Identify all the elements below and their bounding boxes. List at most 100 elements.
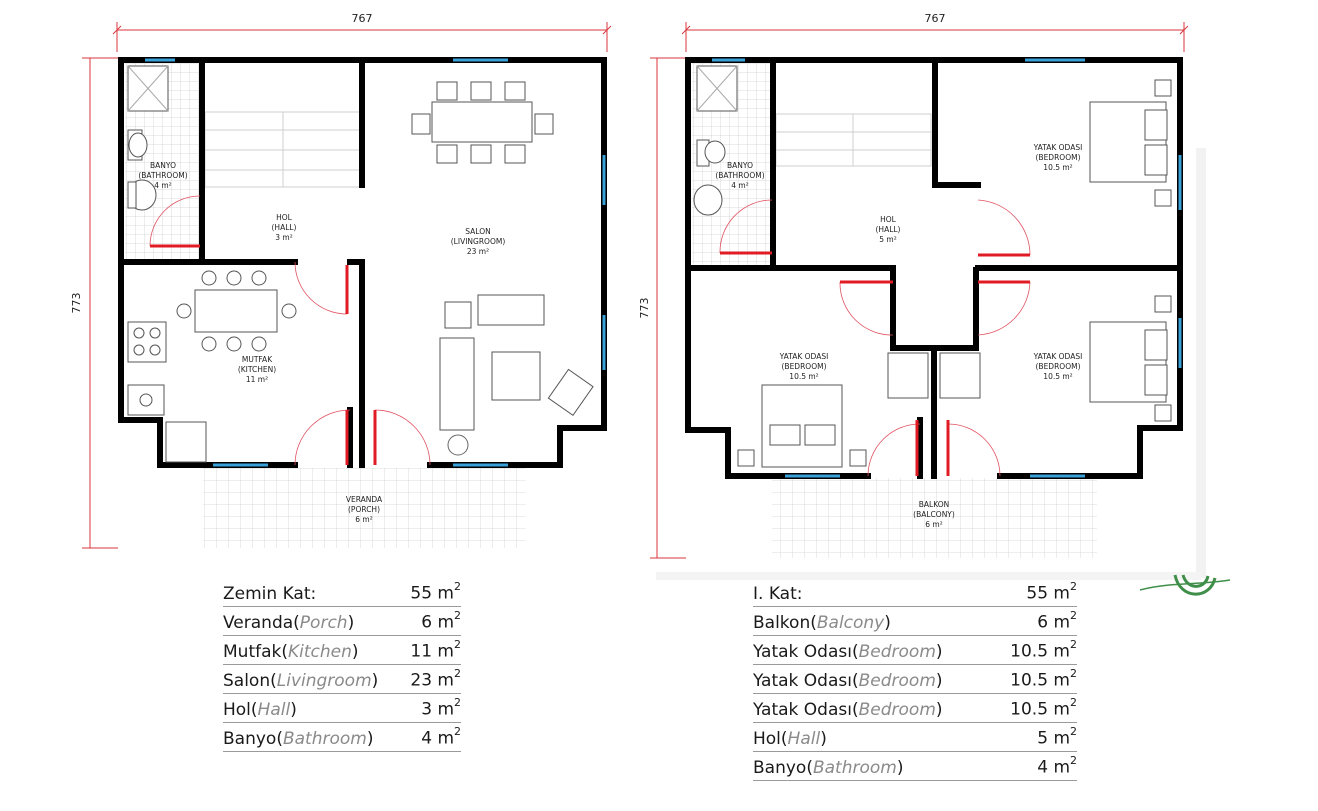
first-walls [685,57,1183,479]
area-value: 6 m2 [1037,609,1077,633]
ground-furniture [127,65,594,463]
room-label-line: 23 m² [467,247,489,256]
first-width-label: 767 [925,12,946,25]
right-sheet-shadow [656,148,1206,580]
ground-windows [145,58,606,467]
first-floor-area-table: I. Kat: 55 m2 Balkon(Balcony) 6 m2 Yatak… [753,578,1077,781]
room-label-line: 5 m² [879,235,896,244]
area-label: Balkon(Balcony) [753,613,891,633]
area-value: 4 m2 [1037,754,1077,778]
first-furniture [693,65,1172,468]
room-label-line: BANYO [150,161,176,170]
room-label-line: 4 m² [154,181,171,190]
room-label-line: (LIVINGROOM) [451,237,506,246]
room-label-line: 6 m² [925,520,942,529]
area-value: 4 m2 [421,725,461,749]
room-label-line: 6 m² [355,515,372,524]
area-label: Hol(Hall) [223,700,297,720]
area-value: 6 m2 [421,609,461,633]
room-label-line: 4 m² [731,181,748,190]
area-row: Yatak Odası(Bedroom) 10.5 m2 [753,665,1077,694]
room-label-line: SALON [465,227,490,236]
area-label: Mutfak(Kitchen) [223,642,359,662]
room-label-line: (KITCHEN) [238,365,276,374]
area-row: Banyo(Bathroom) 4 m2 [753,752,1077,781]
room-label-line: 10.5 m² [1043,163,1072,172]
area-row: Balkon(Balcony) 6 m2 [753,607,1077,636]
ground-stairs [204,111,361,188]
area-label: Yatak Odası(Bedroom) [753,671,943,691]
area-value: 11 m2 [410,638,461,662]
ground-height-dimension [82,57,118,549]
room-label-line: 11 m² [246,375,268,384]
first-width-dimension [681,22,1189,52]
area-row: Mutfak(Kitchen) 11 m2 [223,636,461,665]
room-label-line: 10.5 m² [789,372,818,381]
room-label-line: (PORCH) [348,505,380,514]
area-value: 55 m2 [1026,580,1077,604]
area-label: Banyo(Bathroom) [753,758,904,778]
first-room-labels: BANYO (BATHROOM) 4 m² HOL (HALL) 5 m² YA… [715,143,1082,529]
ground-room-labels: BANYO (BATHROOM) 4 m² HOL (HALL) 3 m² SA… [138,161,505,524]
ground-width-dimension [112,22,612,52]
area-label: Yatak Odası(Bedroom) [753,700,943,720]
room-label-line: 3 m² [275,233,292,242]
room-label-line: (BEDROOM) [782,362,827,371]
first-stairs [775,113,932,167]
room-label-line: BANYO [727,161,753,170]
area-label: Zemin Kat: [223,584,317,604]
ground-width-label: 767 [352,12,373,25]
ground-floor-plan: 767 773 [70,12,612,549]
area-row-total: I. Kat: 55 m2 [753,578,1077,607]
room-label-line: 10.5 m² [1043,372,1072,381]
area-value: 5 m2 [1037,725,1077,749]
room-label-line: BALKON [919,500,949,509]
balcony-tiles [772,478,1097,558]
room-label-line: (BEDROOM) [1036,362,1081,371]
room-label-line: HOL [880,215,897,224]
first-height-label: 773 [638,298,651,319]
room-label-line: (BEDROOM) [1036,153,1081,162]
room-label-line: HOL [276,213,293,222]
room-label-line: (HALL) [876,225,901,234]
area-value: 3 m2 [421,696,461,720]
area-row: Yatak Odası(Bedroom) 10.5 m2 [753,694,1077,723]
room-label-line: VERANDA [346,495,383,504]
first-windows [712,58,1182,478]
room-label-line: (BATHROOM) [138,171,187,180]
area-row: Hol(Hall) 5 m2 [753,723,1077,752]
area-label: Veranda(Porch) [223,613,355,633]
area-label: Salon(Livingroom) [223,671,379,691]
room-label-line: (HALL) [272,223,297,232]
area-label: Yatak Odası(Bedroom) [753,642,943,662]
area-label: I. Kat: [753,584,803,604]
area-row-total: Zemin Kat: 55 m2 [223,578,461,607]
room-label-line: YATAK ODASI [1033,143,1083,152]
room-label-line: YATAK ODASI [1033,352,1083,361]
area-label: Banyo(Bathroom) [223,729,374,749]
area-row: Salon(Livingroom) 23 m2 [223,665,461,694]
area-value: 23 m2 [410,667,461,691]
first-doors [719,199,1031,477]
area-value: 10.5 m2 [1010,696,1077,720]
room-label-line: (BALCONY) [913,510,955,519]
room-label-line: MUTFAK [242,355,273,364]
ground-doors [149,195,431,466]
area-label: Hol(Hall) [753,729,827,749]
logo-swirl [1139,574,1231,596]
room-label-line: (BATHROOM) [715,171,764,180]
area-row: Yatak Odası(Bedroom) 10.5 m2 [753,636,1077,665]
porch-tiles [203,468,526,548]
first-floor-plan: 767 773 [638,12,1189,559]
area-row: Hol(Hall) 3 m2 [223,694,461,723]
area-value: 10.5 m2 [1010,667,1077,691]
room-label-line: YATAK ODASI [779,352,829,361]
area-row: Veranda(Porch) 6 m2 [223,607,461,636]
first-height-dimension [650,57,686,559]
ground-floor-area-table: Zemin Kat: 55 m2 Veranda(Porch) 6 m2 Mut… [223,578,461,752]
area-value: 55 m2 [410,580,461,604]
area-row: Banyo(Bathroom) 4 m2 [223,723,461,752]
ground-height-label: 773 [70,293,83,314]
area-value: 10.5 m2 [1010,638,1077,662]
